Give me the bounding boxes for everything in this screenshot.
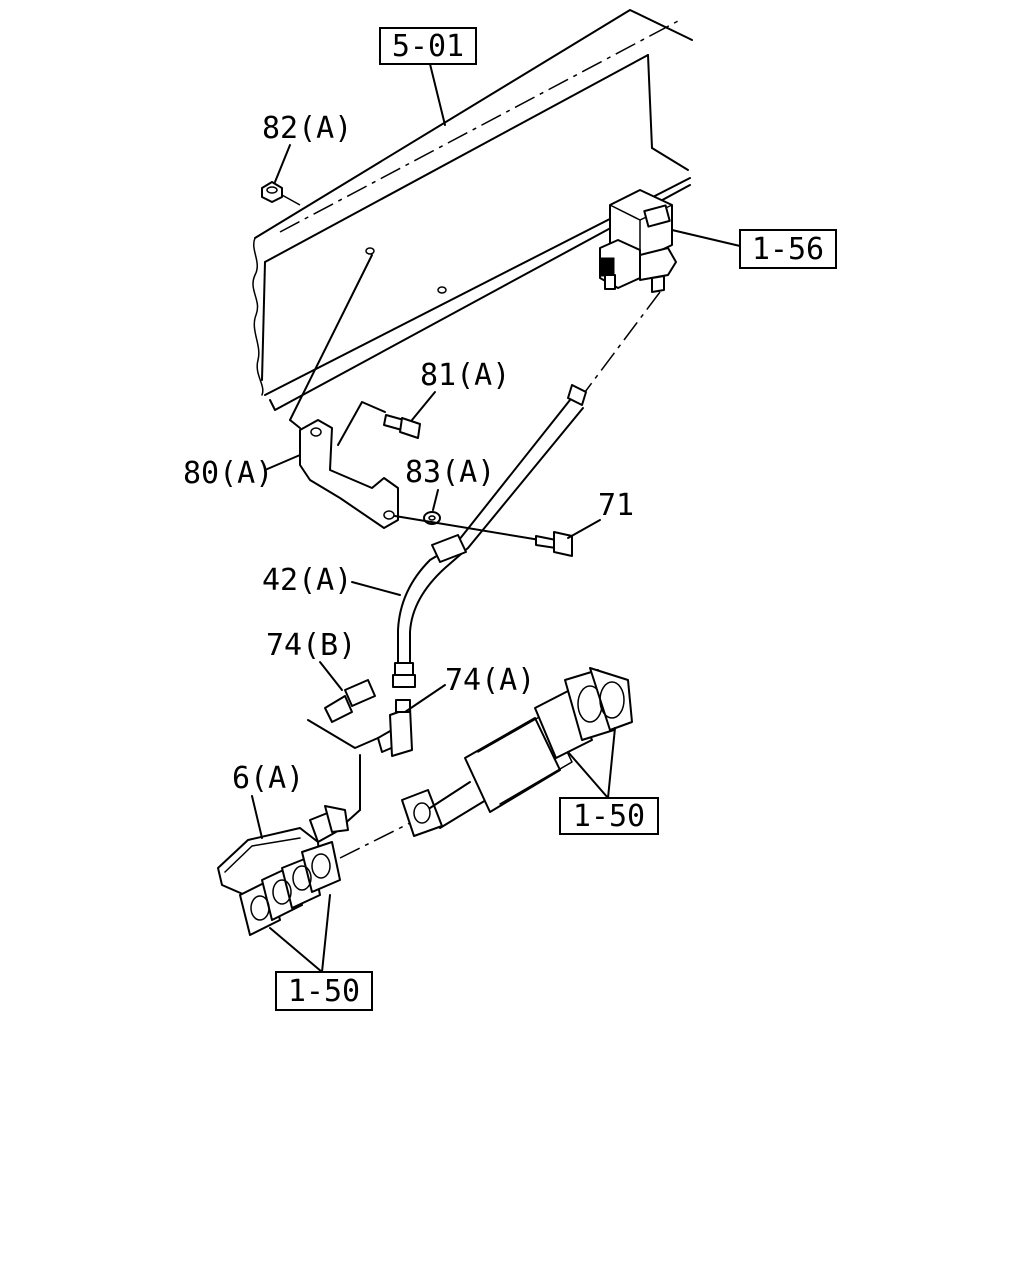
leader-6a <box>251 795 263 839</box>
leader-bolt-81a <box>337 401 386 446</box>
svg-text:1-50: 1-50 <box>573 799 645 834</box>
leader-1-50-bottom-b <box>321 894 331 973</box>
svg-text:5-01: 5-01 <box>392 29 464 64</box>
fitting-74b <box>324 679 376 723</box>
leader-bracket-hole <box>289 254 373 421</box>
catalytic-converter <box>401 667 633 837</box>
leader-74b <box>319 661 343 691</box>
label-74b: 74(B) <box>266 628 356 663</box>
label-71: 71 <box>598 488 634 523</box>
line-fitting-connect <box>307 719 379 749</box>
leader-71 <box>567 519 601 539</box>
centerline-pipe-muffler <box>339 817 421 859</box>
leader-1-56 <box>671 229 741 247</box>
leader-1-50-bottom-a <box>269 927 323 973</box>
ref-box-1-50-bottom[interactable]: 1-50 <box>275 971 373 1011</box>
ref-box-1-56[interactable]: 1-56 <box>739 229 837 269</box>
label-82a: 82(A) <box>262 111 352 146</box>
ref-box-1-50-right[interactable]: 1-50 <box>559 797 659 835</box>
leader-1-50-right-b <box>607 727 616 799</box>
label-74a: 74(A) <box>445 663 535 698</box>
bracket-80a <box>299 419 399 529</box>
leader-80a <box>264 454 301 471</box>
centerline-82a <box>281 194 301 206</box>
nut-82a <box>261 181 283 203</box>
centerline-valve-hose <box>584 291 661 393</box>
leader-5-01 <box>429 63 446 126</box>
label-42a: 42(A) <box>262 563 352 598</box>
ref-box-5-01[interactable]: 5-01 <box>379 27 477 65</box>
bolt-71 <box>535 531 573 557</box>
leader-42a <box>351 581 401 596</box>
bolt-81a <box>383 414 421 439</box>
leader-81a <box>411 391 436 421</box>
label-81a: 81(A) <box>420 358 510 393</box>
hose-42a <box>392 384 587 688</box>
leader-1-50-right-a <box>567 751 609 799</box>
tee-74a <box>377 699 413 757</box>
label-80a: 80(A) <box>183 456 273 491</box>
leader-82a <box>274 144 291 183</box>
svg-text:1-50: 1-50 <box>288 974 360 1009</box>
line-bracket-bolt71 <box>394 515 541 541</box>
svg-text:1-56: 1-56 <box>752 232 824 267</box>
valve-assembly <box>599 189 677 293</box>
label-83a: 83(A) <box>405 455 495 490</box>
leader-83a <box>432 489 439 511</box>
label-6a: 6(A) <box>232 761 304 796</box>
exhaust-pipe-6a <box>217 805 349 936</box>
leader-74a <box>404 684 446 713</box>
